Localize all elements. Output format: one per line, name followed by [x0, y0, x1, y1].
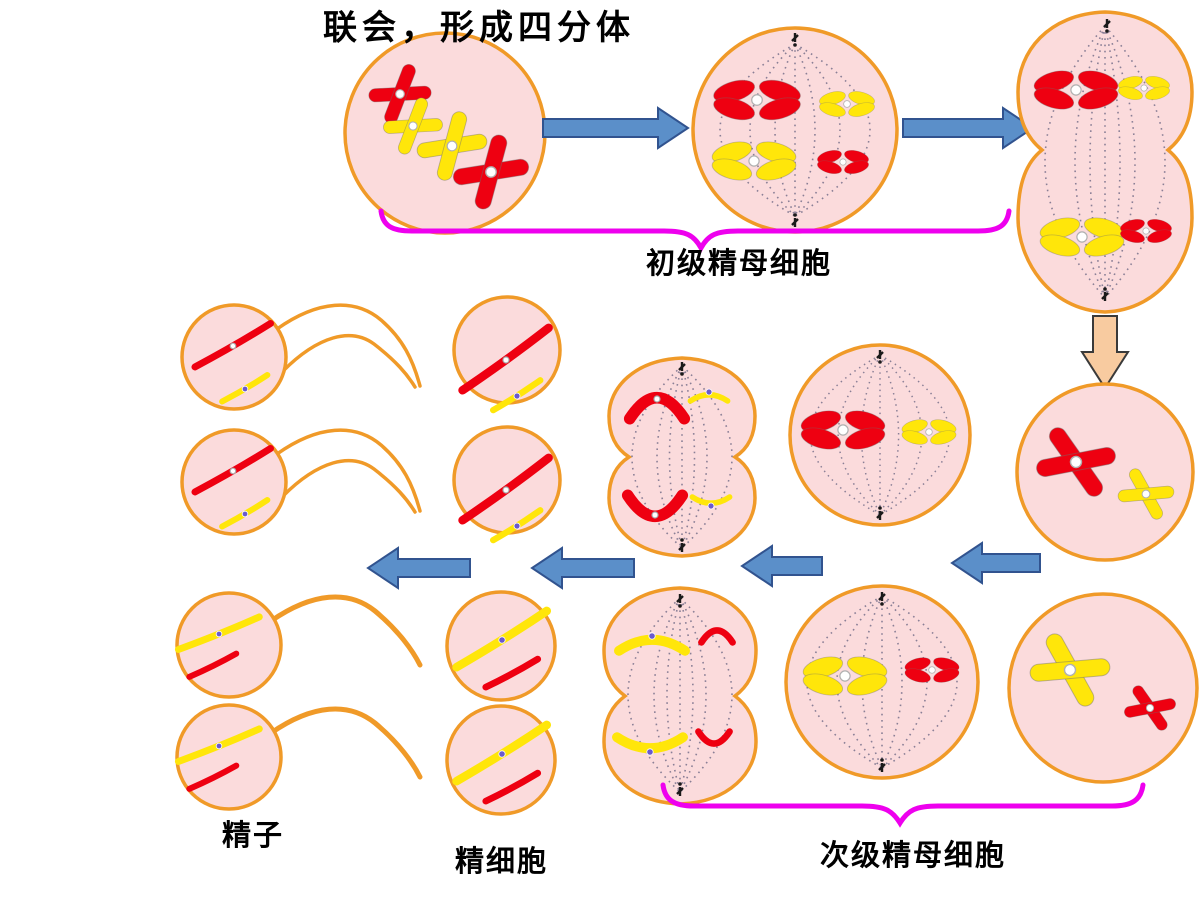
flow-arrow-left-2 [530, 546, 635, 590]
centromere [648, 632, 656, 640]
centromere [513, 392, 521, 400]
cell-membrane [691, 26, 899, 234]
flow-arrow-left-1 [366, 546, 471, 590]
sperm-tail [268, 594, 423, 668]
cell-secondary-top [1015, 382, 1195, 562]
sperm-tail [275, 303, 422, 388]
secondary-spermatocyte-label: 次级精母细胞 [820, 840, 1007, 872]
primary-spermatocyte-brace [378, 208, 1012, 254]
cell-sperm-yellow [175, 705, 420, 809]
cell-primary-synapsis [343, 31, 547, 235]
cell-membrane [343, 31, 547, 235]
cell-sperm-red [182, 430, 420, 534]
centromere [241, 385, 249, 393]
cell-secondary-bottom [1007, 592, 1199, 784]
spindle-fibers [631, 365, 733, 549]
cell-anaphase-ii-top [607, 356, 757, 558]
cell-sperm-yellow [175, 591, 423, 699]
cell-membrane [445, 590, 557, 702]
primary-spermatocyte-label: 初级精母细胞 [646, 248, 833, 280]
centromere [215, 630, 223, 638]
cell-spermatid-red [454, 295, 560, 410]
sperm-tail [281, 334, 417, 389]
spermatid-label: 精细胞 [455, 846, 549, 878]
cell-membrane [607, 356, 757, 558]
centromere [502, 356, 510, 364]
cell-anaphase-ii-bottom [602, 586, 758, 806]
centromere [651, 511, 659, 519]
centromere [705, 388, 713, 396]
cell-metaphase-ii-bottom [784, 584, 980, 780]
cell-spermatid-yellow [447, 706, 555, 814]
cell-primary-metaphase-i [691, 26, 899, 234]
cell-primary-anaphase-i [1016, 10, 1194, 314]
flow-arrow-right-2 [902, 106, 1035, 150]
cell-sperm-red [180, 303, 422, 411]
spindle-fibers [627, 597, 733, 793]
centromere [653, 395, 661, 403]
centromere [498, 636, 506, 644]
cell-spermatid-red [454, 427, 560, 540]
centromere [229, 342, 237, 350]
sperm-label: 精子 [222, 820, 285, 852]
cell-metaphase-ii-top [788, 343, 972, 527]
centromere [646, 748, 654, 756]
flow-arrow-left-3 [740, 544, 823, 588]
flow-arrow-right-1 [542, 106, 690, 150]
spindle-fibers [1044, 25, 1166, 299]
cell-membrane [1007, 592, 1199, 784]
division-arrow-down [1080, 315, 1130, 390]
secondary-spermatocyte-brace [660, 782, 1146, 828]
flow-arrow-left-4 [950, 541, 1041, 585]
synapsis-label: 联会，形成四分体 [323, 9, 635, 47]
centromere [707, 502, 715, 510]
cell-spermatid-yellow [445, 590, 557, 702]
